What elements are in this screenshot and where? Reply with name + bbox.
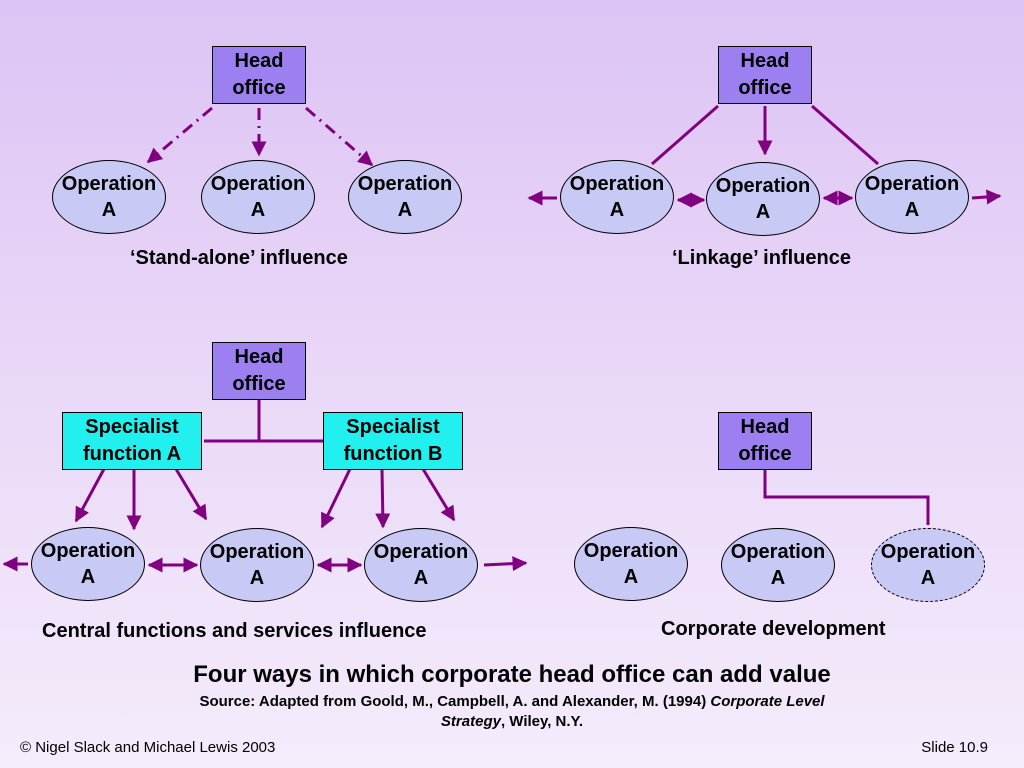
operation-linkage-3: Operation A [855, 160, 969, 234]
operation-standalone-2: Operation A [201, 160, 315, 234]
source-italic-1: Corporate Level [710, 693, 825, 710]
head-office-linkage: Head office [718, 46, 812, 104]
specialist-function-a: Specialist function A [62, 412, 202, 470]
copyright-notice: © Nigel Slack and Michael Lewis 2003 [20, 739, 276, 756]
operation-central-2: Operation A [200, 528, 314, 602]
operation-corporate-1: Operation A [574, 527, 688, 601]
head-office-corporate: Head office [718, 412, 812, 470]
specialist-function-b: Specialist function B [323, 412, 463, 470]
standalone-connectors [146, 106, 374, 167]
operation-central-1: Operation A [31, 527, 145, 601]
caption-standalone: ‘Stand-alone’ influence [130, 247, 348, 269]
linkage-connectors [527, 104, 1002, 208]
operation-standalone-1: Operation A [52, 160, 166, 234]
operation-linkage-1: Operation A [560, 160, 674, 234]
slide-number: Slide 10.9 [921, 739, 988, 756]
central-connectors [2, 398, 528, 573]
source-prefix: Source: Adapted from Goold, M., Campbell… [199, 693, 711, 710]
operation-standalone-3: Operation A [348, 160, 462, 234]
caption-central: Central functions and services influence [42, 620, 427, 642]
source-italic-2: Strategy [440, 713, 501, 730]
source-citation: Source: Adapted from Goold, M., Campbell… [0, 692, 1024, 732]
caption-linkage: ‘Linkage’ influence [672, 247, 851, 269]
caption-corporate: Corporate development [661, 618, 886, 640]
operation-corporate-2: Operation A [721, 528, 835, 602]
source-suffix: , Wiley, N.Y. [500, 713, 584, 730]
operation-corporate-3-new: Operation A [871, 528, 985, 602]
operation-linkage-2: Operation A [706, 162, 820, 236]
slide-title: Four ways in which corporate head office… [193, 661, 831, 688]
head-office-central: Head office [212, 342, 306, 400]
corporate-connectors [763, 470, 930, 525]
operation-central-3: Operation A [364, 528, 478, 602]
head-office-standalone: Head office [212, 46, 306, 104]
